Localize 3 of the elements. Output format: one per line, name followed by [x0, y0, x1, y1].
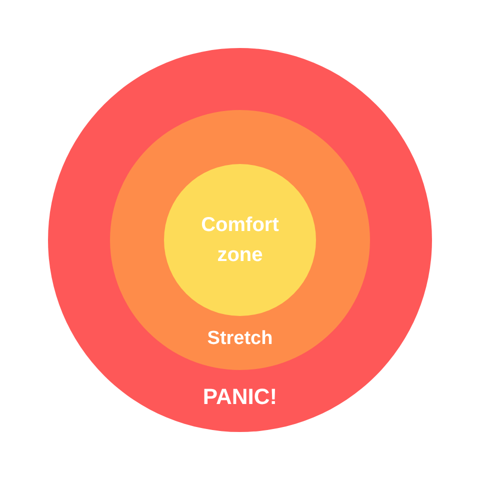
zone-label: Stretch — [206, 327, 274, 351]
zone-label: PANIC! — [202, 383, 278, 411]
zone-label: Comfort zone — [200, 213, 280, 268]
